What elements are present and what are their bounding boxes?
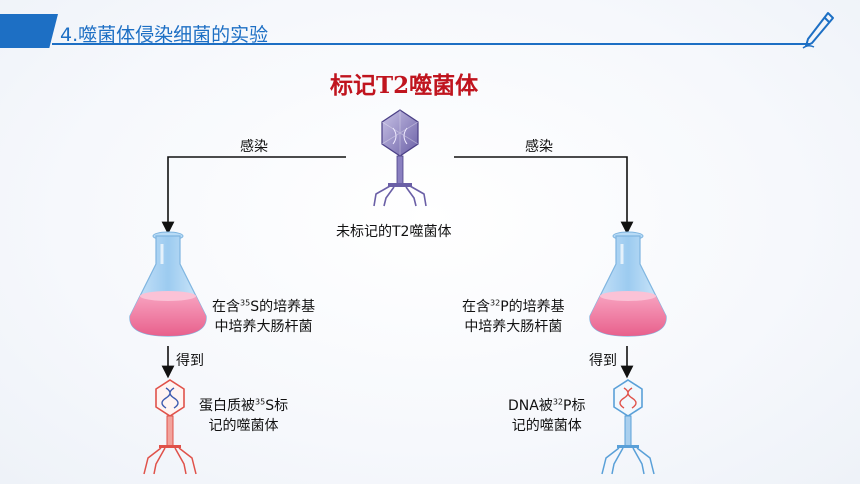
left-obtain-label: 得到 [176,353,204,369]
header-tab-decoration [0,14,58,48]
diagram-title: 标记T2噬菌体 [330,72,479,99]
left-infect-label: 感染 [240,139,268,155]
left-infect-arrow [161,156,346,235]
left-medium-label: 在含35S的培养基 中培养大肠杆菌 [212,298,316,335]
protein-labeled-phage-icon [143,379,197,475]
right-infect-arrow [454,156,634,235]
header-divider [52,43,810,45]
right-infect-label: 感染 [525,139,553,155]
right-result-label: DNA被32P标 记的噬菌体 [508,397,586,434]
section-title: 4.噬菌体侵染细菌的实验 [60,24,269,46]
unlabeled-phage-icon [373,109,427,207]
right-obtain-label: 得到 [589,353,617,369]
pen-icon [802,12,834,49]
left-flask-icon [129,231,207,337]
dna-labeled-phage-icon [601,379,655,475]
left-result-label: 蛋白质被35S标 记的噬菌体 [199,397,289,434]
right-medium-label: 在含32P的培养基 中培养大肠杆菌 [462,298,565,335]
unlabeled-phage-label: 未标记的T2噬菌体 [336,224,452,240]
right-flask-icon [589,231,667,337]
